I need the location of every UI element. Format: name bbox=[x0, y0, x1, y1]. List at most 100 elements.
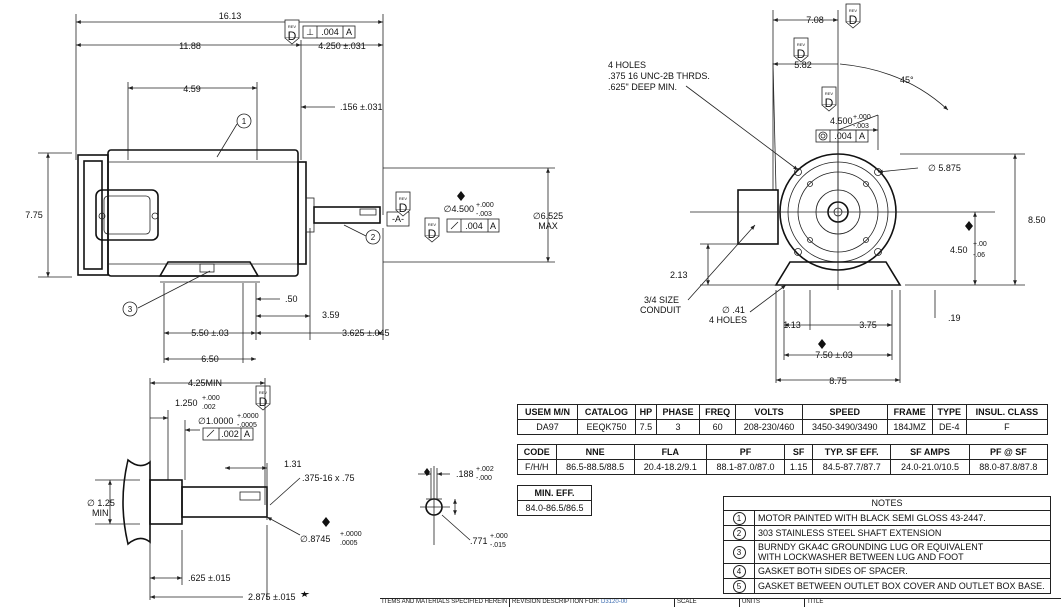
callout-2: 2 bbox=[371, 233, 376, 242]
spec-table-1-value-cell: 7.5 bbox=[634, 419, 657, 435]
svg-text:+.002: +.002 bbox=[476, 466, 494, 473]
svg-text:3.59: 3.59 bbox=[322, 310, 340, 320]
svg-text:D: D bbox=[797, 47, 806, 61]
footer-cell-materials: ITEMS AND MATERIALS SPECIFIED HEREIN MUS… bbox=[380, 599, 510, 607]
spec-table-1-value-cell: F bbox=[965, 419, 1049, 435]
svg-text:.188: .188 bbox=[456, 469, 474, 479]
svg-text:4.50: 4.50 bbox=[950, 245, 968, 255]
svg-text:.004: .004 bbox=[321, 27, 339, 37]
svg-text:1.13: 1.13 bbox=[783, 320, 801, 330]
spec-table-2-value-cell: 88.0-87.8/87.8 bbox=[968, 459, 1049, 475]
footer-cell-revision: REVISION DESCRIPTION FOR: D3120-00 bbox=[510, 599, 675, 607]
svg-text:+.000: +.000 bbox=[853, 114, 871, 121]
min-eff-value: 84.0-86.5/86.5 bbox=[517, 500, 592, 516]
svg-text:.625" DEEP MIN.: .625" DEEP MIN. bbox=[608, 82, 677, 92]
svg-text:∅ 1.25: ∅ 1.25 bbox=[87, 498, 115, 508]
spec-table-1-header-cell: FREQ bbox=[699, 404, 737, 420]
svg-text:⊥: ⊥ bbox=[306, 27, 314, 37]
svg-text:-.003: -.003 bbox=[853, 123, 869, 130]
svg-text:-.000: -.000 bbox=[476, 475, 492, 482]
keyway-detail bbox=[418, 466, 471, 545]
spec-table-1-value-cell: 3 bbox=[655, 419, 701, 435]
svg-text:.771: .771 bbox=[470, 536, 488, 546]
svg-text:REV: REV bbox=[259, 390, 268, 395]
svg-text:1.250: 1.250 bbox=[175, 398, 198, 408]
svg-text:+.00: +.00 bbox=[973, 241, 987, 248]
svg-text:∅1.0000: ∅1.0000 bbox=[198, 416, 233, 426]
spec-table-1-header-cell: PHASE bbox=[655, 404, 701, 420]
svg-text:4.59: 4.59 bbox=[183, 84, 201, 94]
spec-table-1-header-cell: VOLTS bbox=[735, 404, 803, 420]
note-item: 2 303 STAINLESS STEEL SHAFT EXTENSION bbox=[724, 526, 1050, 541]
svg-text:+.0000: +.0000 bbox=[340, 531, 362, 538]
spec-table-2-value-cell: 84.5-87.7/87.7 bbox=[812, 459, 892, 475]
svg-text:3.75: 3.75 bbox=[859, 320, 877, 330]
svg-text:.50: .50 bbox=[285, 294, 298, 304]
svg-text:.0005: .0005 bbox=[340, 540, 358, 547]
spec-table-2-value-cell: 1.15 bbox=[784, 459, 814, 475]
spec-table-1-value-cell: DE-4 bbox=[931, 419, 967, 435]
note-item: 5 GASKET BETWEEN OUTLET BOX COVER AND OU… bbox=[724, 579, 1050, 593]
spec-table-2-header-cell: PF bbox=[705, 444, 786, 460]
min-eff-header: MIN. EFF. bbox=[517, 485, 592, 501]
spec-table-1-header-cell: CATALOG bbox=[577, 404, 636, 420]
spec-table-2-header-cell: CODE bbox=[517, 444, 557, 460]
callout-3: 3 bbox=[128, 305, 133, 314]
spec-table-2-value-cell: 20.4-18.2/9.1 bbox=[633, 459, 707, 475]
spec-table-1-value-cell: 208-230/460 bbox=[735, 419, 803, 435]
svg-text:6.50: 6.50 bbox=[201, 354, 219, 364]
note-item: 4 GASKET BOTH SIDES OF SPACER. bbox=[724, 564, 1050, 579]
svg-text:7.08: 7.08 bbox=[806, 15, 824, 25]
spec-table-1-header-cell: TYPE bbox=[931, 404, 967, 420]
spec-table-1-header-cell: SPEED bbox=[801, 404, 888, 420]
svg-text:REV: REV bbox=[399, 196, 408, 201]
svg-text:+.000: +.000 bbox=[490, 533, 508, 540]
spec-table-1-value-cell: DA97 bbox=[516, 419, 579, 435]
spec-table-2-value-cell: 24.0-21.0/10.5 bbox=[890, 459, 970, 475]
shaft-detail-labels: 4.25MIN 1.250 +.000 .002 ∅1.0000 +.0000 … bbox=[87, 378, 362, 602]
svg-text:D: D bbox=[428, 227, 437, 241]
svg-text:A: A bbox=[490, 221, 496, 231]
svg-text:REV: REV bbox=[428, 222, 437, 227]
svg-text:4.500: 4.500 bbox=[830, 116, 853, 126]
footer-cell-title: TITLE bbox=[807, 599, 824, 605]
notes-box: NOTES 1 MOTOR PAINTED WITH BLACK SEMI GL… bbox=[723, 496, 1051, 594]
svg-text:REV: REV bbox=[797, 42, 806, 47]
svg-text:7.50 ±.03: 7.50 ±.03 bbox=[815, 350, 852, 360]
svg-text:5.50 ±.03: 5.50 ±.03 bbox=[191, 328, 228, 338]
svg-text:-.0005: -.0005 bbox=[237, 422, 257, 429]
overall-length-label: 16.13 bbox=[219, 11, 242, 21]
footer-cell-scale: SCALE bbox=[675, 599, 740, 607]
svg-text:.002: .002 bbox=[221, 429, 239, 439]
svg-text:-A-: -A- bbox=[392, 214, 404, 224]
svg-text:+.000: +.000 bbox=[202, 395, 220, 402]
svg-text:REV: REV bbox=[288, 24, 297, 29]
svg-text:4.25MIN: 4.25MIN bbox=[188, 378, 222, 388]
shaft-detail bbox=[95, 378, 330, 600]
side-view bbox=[38, 14, 555, 363]
svg-text:7.75: 7.75 bbox=[25, 210, 43, 220]
svg-text:REV: REV bbox=[825, 91, 834, 96]
svg-text:.004: .004 bbox=[465, 221, 483, 231]
svg-text:CONDUIT: CONDUIT bbox=[640, 305, 681, 315]
title-block-footer: ITEMS AND MATERIALS SPECIFIED HEREIN MUS… bbox=[380, 598, 1061, 607]
footer-cell-units: UNITS bbox=[740, 599, 805, 607]
end-view bbox=[685, 10, 1025, 383]
spec-table-1-header-cell: USEM M/N bbox=[516, 404, 579, 420]
svg-text:3/4 SIZE: 3/4 SIZE bbox=[644, 295, 679, 305]
spec-table-1-value-cell: 3450-3490/3490 bbox=[801, 419, 888, 435]
svg-text:+.0000: +.0000 bbox=[237, 413, 259, 420]
svg-text:-.003: -.003 bbox=[476, 211, 492, 218]
svg-text:A: A bbox=[244, 429, 250, 439]
spec-table-2-header-cell: PF @ SF bbox=[968, 444, 1049, 460]
svg-text:4.250 ±.031: 4.250 ±.031 bbox=[318, 41, 365, 51]
svg-text:∅ .41: ∅ .41 bbox=[722, 305, 745, 315]
spec-table-2-value-cell: F/H/H bbox=[517, 459, 557, 475]
svg-text:∅ 5.875: ∅ 5.875 bbox=[928, 163, 961, 173]
svg-text:A: A bbox=[346, 27, 352, 37]
spec-table-2-header-cell: SF bbox=[784, 444, 814, 460]
